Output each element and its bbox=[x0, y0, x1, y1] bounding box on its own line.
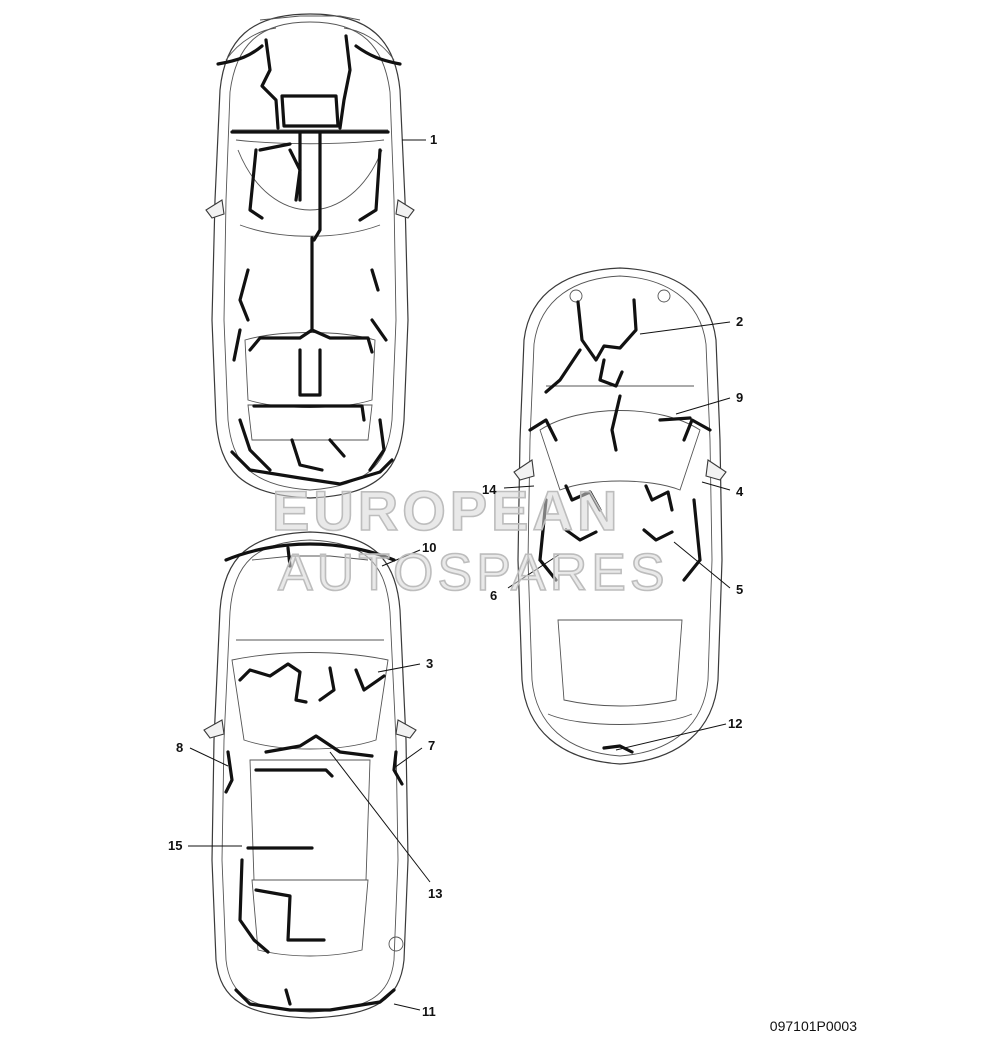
callout-9: 9 bbox=[736, 390, 743, 405]
callout-6: 6 bbox=[490, 588, 497, 603]
callout-1: 1 bbox=[430, 132, 437, 147]
right-mirror bbox=[395, 199, 415, 219]
left-mirror-3 bbox=[203, 719, 225, 739]
callout-8: 8 bbox=[176, 740, 183, 755]
callout-5: 5 bbox=[736, 582, 743, 597]
car-right-view bbox=[513, 267, 727, 765]
left-mirror-2 bbox=[513, 459, 535, 481]
callout-4: 4 bbox=[736, 484, 744, 499]
callout-labels: 1 2 3 4 5 6 7 8 9 10 11 12 13 14 15 bbox=[168, 132, 744, 1019]
leader-lines bbox=[188, 139, 731, 1011]
right-mirror-3 bbox=[395, 719, 417, 739]
callout-7: 7 bbox=[428, 738, 435, 753]
callout-10: 10 bbox=[422, 540, 436, 555]
callout-15: 15 bbox=[168, 838, 182, 853]
watermark-line-2: AUTOSPARES bbox=[278, 544, 669, 602]
document-number: 097101P0003 bbox=[769, 1018, 857, 1034]
watermark-line-2-outline: AUTOSPARES bbox=[278, 544, 669, 602]
right-mirror-2 bbox=[705, 459, 727, 481]
callout-11: 11 bbox=[422, 1004, 436, 1019]
watermark-line-1-outline: EUROPEAN bbox=[272, 479, 621, 542]
watermark: EUROPEAN EUROPEAN AUTOSPARES AUTOSPARES bbox=[271, 478, 669, 603]
callout-3: 3 bbox=[426, 656, 433, 671]
watermark-line-1: EUROPEAN bbox=[272, 479, 621, 542]
callout-12: 12 bbox=[728, 716, 742, 731]
left-mirror bbox=[205, 199, 225, 219]
car-top-left-view bbox=[205, 13, 415, 499]
callout-13: 13 bbox=[428, 886, 442, 901]
callout-14: 14 bbox=[482, 482, 497, 497]
car-bottom-left-view bbox=[203, 531, 417, 1019]
callout-2: 2 bbox=[736, 314, 743, 329]
